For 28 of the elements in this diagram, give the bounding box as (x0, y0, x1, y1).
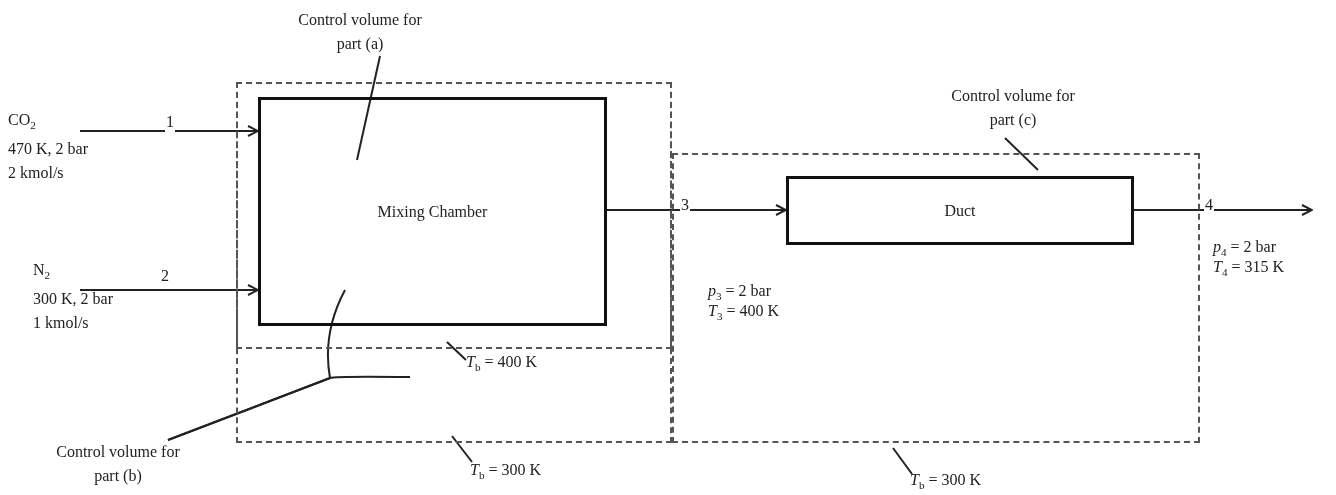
stream-label: 300 K, 2 bar (33, 289, 113, 310)
flow-arrow (79, 284, 259, 296)
callout-text: Control volume for part (a) (280, 8, 440, 56)
duct-box (786, 176, 1134, 245)
callout-text: Control volume for part (c) (938, 84, 1088, 136)
temperature-label: T$_{b}$ = 300 K (470, 458, 580, 482)
box-label: Mixing Chamber (377, 201, 488, 223)
leader-line (892, 447, 913, 475)
leader-line (446, 341, 467, 361)
flow-arrow (606, 204, 787, 216)
flow-arrow (79, 125, 259, 137)
leader-line (356, 55, 381, 161)
control-volume-boundary (672, 153, 1200, 443)
stream-label: 2 kmol/s (8, 163, 64, 184)
flow-arrow (1133, 204, 1313, 216)
callout-text: Control volume for part (b) (38, 440, 198, 492)
mixing-chamber-box (258, 97, 607, 326)
stream-label: N$_{2}$ (33, 260, 51, 284)
stream-label: CO$_{2}$ (8, 110, 36, 134)
stream-label: 470 K, 2 bar (8, 139, 88, 160)
leader-line (1004, 137, 1039, 171)
stream-label: 1 kmol/s (33, 313, 89, 334)
temperature-label: T$_{b}$ = 400 K (466, 350, 576, 374)
temperature-label: T$_{b}$ = 300 K (910, 468, 1020, 492)
box-label: Duct (944, 200, 976, 221)
control-volume-boundary (236, 82, 672, 443)
leader-line (451, 435, 473, 463)
leader-line (167, 289, 346, 441)
